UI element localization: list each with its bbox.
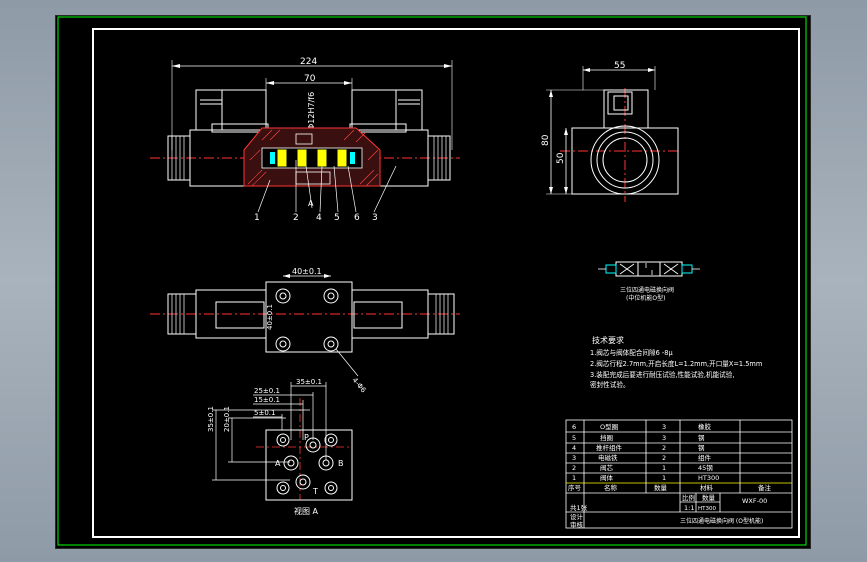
side-view: 55 80 50 — [541, 61, 679, 202]
dim-80: 80 — [541, 134, 551, 146]
bom-r2-name: 挡圈 — [600, 433, 613, 442]
callout-4-hole: 4-Φ6 — [350, 376, 367, 395]
tech-title: 技术要求 — [592, 335, 624, 345]
bom-r4-qty: 2 — [662, 454, 666, 462]
bom-r5-name: 阀芯 — [600, 463, 614, 472]
qty-label: 数量 — [702, 493, 716, 502]
drawing-sheet[interactable] — [55, 15, 811, 549]
bom-r4-mat: 组件 — [698, 453, 712, 462]
top-view: 40±0.1 40±0.1 4-Φ6 — [150, 267, 460, 395]
dim-20-v: 20±0.1 — [223, 406, 231, 432]
dim-70: 70 — [304, 74, 316, 84]
hydraulic-symbol: 三位四通电磁换向阀 (中位机能O型) — [598, 261, 700, 302]
bom-r6-qty: 1 — [662, 474, 666, 482]
bom-h-no: 序号 — [568, 483, 582, 492]
port-p: P — [304, 433, 309, 442]
drawing-code: WXF-00 — [742, 497, 767, 505]
outer-frame — [57, 16, 807, 546]
technical-requirements: 技术要求 1.阀芯与阀体配合间隙6 -8μ 2.阀芯行程2.7mm,开启长度L=… — [590, 335, 762, 389]
symbol-caption-2: (中位机能O型) — [626, 294, 665, 302]
dim-50: 50 — [556, 152, 566, 164]
bom-r2-qty: 3 — [662, 434, 666, 442]
design-label: 设计 — [570, 512, 584, 521]
callout-6: 6 — [354, 213, 360, 223]
port-a: A — [275, 459, 281, 468]
scale-label: 比例 — [682, 493, 695, 502]
bom-h-qty: 数量 — [654, 483, 668, 492]
bom-r4-no: 3 — [572, 454, 576, 462]
callout-2: 2 — [293, 213, 299, 223]
bom-r5-no: 2 — [572, 464, 576, 472]
front-view: 224 70 Φ12H7/f6 — [150, 57, 460, 223]
view-arrow-a: A — [308, 199, 314, 208]
bom-r1-no: 6 — [572, 423, 576, 431]
bom-r3-no: 4 — [572, 444, 576, 452]
tech-line-4: 密封性试验。 — [590, 380, 630, 389]
bom-r5-qty: 1 — [662, 464, 666, 472]
material-value: HT300 — [698, 506, 716, 512]
check-label: 审核 — [570, 520, 584, 529]
view-a: 35±0.1 25±0.1 15±0.1 5±0.1 35±0.1 20±0.1… — [207, 378, 353, 516]
scale-value: 1:1 — [684, 504, 694, 512]
inner-frame — [92, 28, 800, 538]
dim-40: 40±0.1 — [292, 267, 322, 276]
bom-r3-name: 推杆组件 — [596, 443, 623, 452]
dim-224: 224 — [300, 57, 317, 67]
drawing-title: 三位四通电磁换向阀 (O型机能) — [680, 517, 763, 525]
dim-25: 25±0.1 — [254, 387, 280, 395]
bom-r3-mat: 钢 — [698, 444, 705, 452]
bom-r3-qty: 2 — [662, 444, 666, 452]
bom-r1-qty: 3 — [662, 423, 666, 431]
title-block — [565, 419, 793, 529]
tech-line-1: 1.阀芯与阀体配合间隙6 -8μ — [590, 348, 674, 357]
bom-r2-mat: 钢 — [698, 434, 705, 442]
sheet-count: 共1张 — [570, 503, 588, 512]
dim-bore: Φ12H7/f6 — [307, 92, 316, 130]
bom-r6-mat: HT300 — [698, 474, 719, 482]
callout-1: 1 — [254, 213, 260, 223]
callout-5: 5 — [334, 213, 340, 223]
view-a-label: 视图 A — [294, 506, 319, 516]
callout-3: 3 — [372, 213, 378, 223]
callout-4: 4 — [316, 213, 322, 223]
port-t: T — [312, 487, 318, 496]
bom-r5-mat: 45钢 — [698, 464, 713, 472]
symbol-caption-1: 三位四通电磁换向阀 — [620, 286, 674, 294]
bom-r2-no: 5 — [572, 434, 576, 442]
dim-55: 55 — [614, 61, 625, 71]
bom-h-name: 名称 — [604, 483, 618, 492]
tech-line-3: 3.装配完成后要进行耐压试验,性能试验,机能试验, — [590, 370, 734, 379]
bom-r6-name: 阀体 — [600, 473, 614, 482]
dim-5: 5±0.1 — [254, 409, 275, 417]
bom-h-remark: 备注 — [758, 483, 772, 492]
bom-r1-mat: 橡胶 — [698, 422, 712, 431]
tech-line-2: 2.阀芯行程2.7mm,开启长度L=1.2mm,开口量X=1.5mm — [590, 359, 762, 368]
dim-35-v: 35±0.1 — [207, 406, 215, 432]
dim-40-vert: 40±0.1 — [266, 304, 274, 330]
port-b: B — [338, 459, 344, 468]
bom-r1-name: O型圈 — [600, 422, 618, 431]
bom-r6-no: 1 — [572, 474, 576, 482]
dim-35-h: 35±0.1 — [296, 378, 322, 386]
bom-h-mat: 材料 — [700, 483, 714, 492]
bom-r4-name: 电磁铁 — [598, 453, 618, 462]
dim-15: 15±0.1 — [254, 396, 280, 404]
